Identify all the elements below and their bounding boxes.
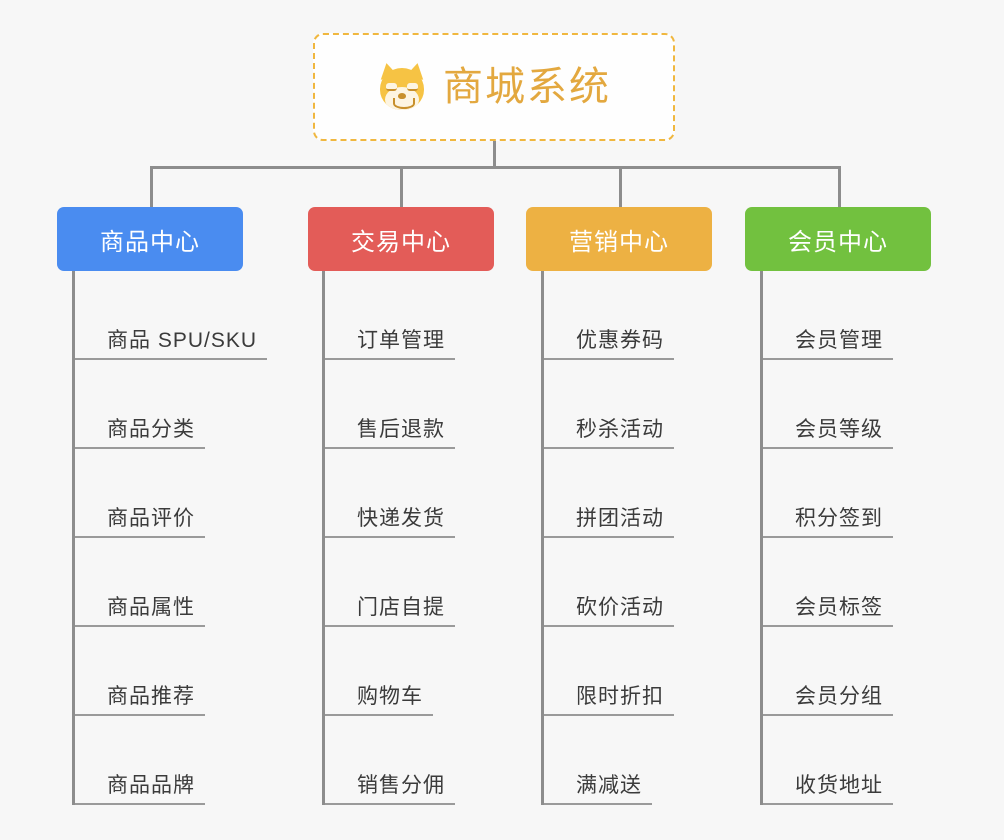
connector-drop-branch-2: [400, 166, 403, 208]
leaf-item-label: 商品属性: [107, 596, 195, 619]
leaf-item-underline: [75, 536, 205, 538]
leaf-item-label: 收货地址: [795, 774, 883, 797]
leaf-item-label: 售后退款: [357, 418, 445, 441]
leaf-item-underline: [763, 803, 893, 805]
leaf-item-underline: [325, 625, 455, 627]
leaf-item-label: 限时折扣: [576, 685, 664, 708]
leaf-item-underline: [325, 358, 455, 360]
shiba-dog-face-icon: [377, 61, 427, 112]
branch-node-4[interactable]: 会员中心: [745, 207, 931, 271]
leaf-item-underline: [325, 714, 433, 716]
leaf-item-underline: [763, 447, 893, 449]
leaf-item-underline: [75, 803, 205, 805]
leaf-item-label: 满减送: [576, 774, 642, 797]
leaf-item-label: 砍价活动: [576, 596, 664, 619]
leaf-item-label: 会员管理: [795, 329, 883, 352]
leaf-item-underline: [763, 358, 893, 360]
connector-drop-branch-3: [619, 166, 622, 208]
leaf-item-label: 商品评价: [107, 507, 195, 530]
leaf-item-underline: [544, 803, 652, 805]
connector-drop-branch-1: [150, 166, 153, 208]
leaf-trunk-line: [760, 271, 763, 805]
connector-drop-branch-4: [838, 166, 841, 208]
branch-label: 会员中心: [788, 228, 888, 256]
leaf-item-underline: [75, 625, 205, 627]
leaf-item-underline: [75, 447, 205, 449]
leaf-item-underline: [544, 625, 674, 627]
leaf-item-underline: [325, 536, 455, 538]
leaf-item-underline: [75, 714, 205, 716]
branch-node-3[interactable]: 营销中心: [526, 207, 712, 271]
connector-horizontal-bus: [150, 166, 840, 169]
leaf-item-label: 商品品牌: [107, 774, 195, 797]
leaf-item-label: 积分签到: [795, 507, 883, 530]
leaf-item-label: 拼团活动: [576, 507, 664, 530]
branch-label: 营销中心: [569, 228, 669, 256]
leaf-trunk-line: [322, 271, 325, 805]
leaf-item-underline: [544, 358, 674, 360]
leaf-item-underline: [75, 358, 267, 360]
leaf-item-label: 秒杀活动: [576, 418, 664, 441]
connector-root-stem: [493, 141, 496, 168]
branch-node-1[interactable]: 商品中心: [57, 207, 243, 271]
leaf-item-label: 订单管理: [357, 329, 445, 352]
root-title-text: 商城系统: [443, 65, 611, 109]
leaf-item-label: 销售分佣: [357, 774, 445, 797]
leaf-item-underline: [544, 714, 674, 716]
leaf-item-label: 快递发货: [357, 507, 445, 530]
leaf-trunk-line: [72, 271, 75, 805]
branch-label: 商品中心: [100, 228, 200, 256]
leaf-item-underline: [763, 536, 893, 538]
leaf-item-label: 会员等级: [795, 418, 883, 441]
leaf-item-label: 商品推荐: [107, 685, 195, 708]
leaf-item-underline: [763, 625, 893, 627]
leaf-item-underline: [325, 447, 455, 449]
leaf-item-label: 门店自提: [357, 596, 445, 619]
leaf-item-underline: [763, 714, 893, 716]
leaf-item-label: 优惠券码: [576, 329, 664, 352]
leaf-item-underline: [325, 803, 455, 805]
leaf-item-label: 购物车: [357, 685, 423, 708]
root-node-shop-system[interactable]: 商城系统: [313, 33, 675, 141]
leaf-item-label: 会员分组: [795, 685, 883, 708]
leaf-item-underline: [544, 536, 674, 538]
branch-node-2[interactable]: 交易中心: [308, 207, 494, 271]
leaf-item-underline: [544, 447, 674, 449]
branch-label: 交易中心: [351, 228, 451, 256]
leaf-item-label: 商品 SPU/SKU: [107, 329, 258, 352]
leaf-item-label: 商品分类: [107, 418, 195, 441]
leaf-trunk-line: [541, 271, 544, 805]
leaf-item-label: 会员标签: [795, 596, 883, 619]
